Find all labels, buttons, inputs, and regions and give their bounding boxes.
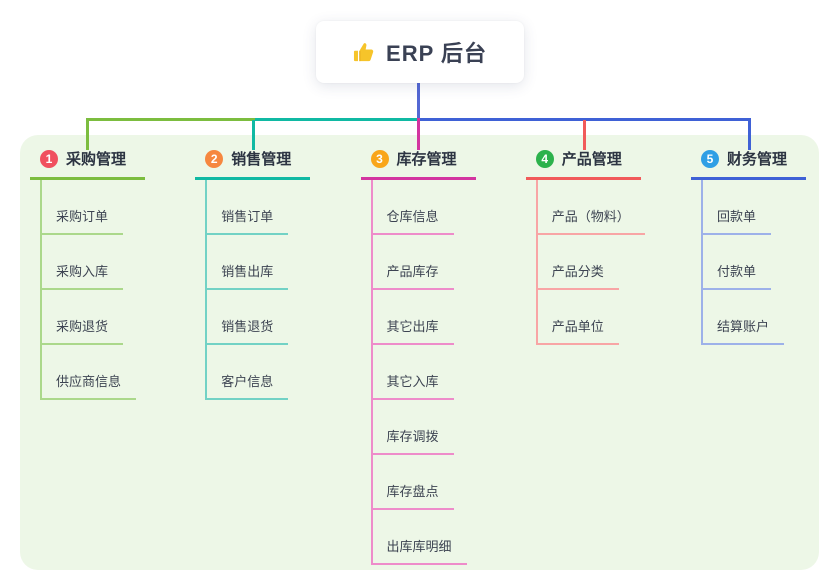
child-item[interactable]: 出库库明细 [370,510,521,565]
child-item[interactable]: 其它入库 [370,345,521,400]
child-label: 付款单 [701,261,772,290]
child-label: 其它入库 [370,371,454,400]
branch-label: 财务管理 [727,151,788,168]
branch-5: 5 财务管理 回款单付款单结算账户 [691,148,839,345]
child-item[interactable]: 库存调拨 [370,400,521,455]
branch-4: 4 产品管理 产品（物料） 产品分类产品单位 [525,148,686,345]
child-item[interactable]: 采购入库 [40,235,190,290]
branch-children: 回款单付款单结算账户 [701,180,839,345]
branch-connector-line [40,180,42,400]
child-item[interactable]: 其它出库 [370,290,521,345]
branch-label: 产品管理 [561,151,622,168]
thumbs-up-icon [353,41,376,64]
mindmap-panel [20,135,819,570]
child-label: 客户信息 [205,371,289,400]
branch-children: 采购订单采购入库采购退货供应商信息 [40,180,190,400]
child-label: 其它出库 [370,316,454,345]
root-node[interactable]: ERP 后台 [316,21,524,83]
root-title: ERP 后台 [386,41,487,66]
child-item[interactable]: 采购退货 [40,290,190,345]
branch-title[interactable]: 5 财务管理 [691,148,806,180]
child-item[interactable]: 回款单 [701,180,839,235]
branch-title[interactable]: 4 产品管理 [525,148,641,180]
bus-line-right [417,118,751,121]
branch-connector-line [701,180,703,345]
branch-index-badge: 3 [370,149,389,168]
bus-line-middle [255,118,418,121]
branch-title[interactable]: 1 采购管理 [30,148,145,180]
child-item[interactable]: 库存盘点 [370,455,521,510]
child-label: 销售出库 [205,261,289,290]
branch-label: 销售管理 [231,151,292,168]
child-label: 采购入库 [40,261,124,290]
child-item[interactable]: 产品（物料） [535,180,686,235]
branch-label: 库存管理 [396,151,457,168]
child-item[interactable]: 产品库存 [370,235,521,290]
child-item[interactable]: 产品分类 [535,235,686,290]
child-item[interactable]: 销售订单 [205,180,355,235]
child-label: 仓库信息 [370,206,454,235]
child-item[interactable]: 供应商信息 [40,345,190,400]
branch-connector-line [370,180,373,565]
branch-1-drop-line [86,120,89,150]
branch-3-drop-line [417,118,420,150]
branch-index-badge: 4 [535,149,554,168]
child-item[interactable]: 销售退货 [205,290,355,345]
branch-children: 销售订单销售出库销售退货客户信息 [205,180,355,400]
branch-2-drop-line [252,120,255,150]
branch-4-drop-line [583,120,586,150]
branch-index-badge: 2 [205,149,224,168]
child-label: 产品库存 [370,261,454,290]
branch-connector-line [535,180,538,345]
child-label: 回款单 [701,206,772,235]
branch-index-badge: 1 [40,149,58,168]
child-label: 产品分类 [535,261,619,290]
branch-label: 采购管理 [66,151,127,168]
bus-line-left [86,118,255,121]
child-label: 采购订单 [40,206,124,235]
child-item[interactable]: 采购订单 [40,180,190,235]
child-label: 库存调拨 [370,426,454,455]
child-item[interactable]: 销售出库 [205,235,355,290]
child-item[interactable]: 客户信息 [205,345,355,400]
branch-index-badge: 5 [701,149,719,168]
branch-children: 仓库信息产品库存其它出库其它入库库存调拨库存盘点出库库明细 [370,180,521,565]
branch-title[interactable]: 2 销售管理 [195,148,311,180]
branch-5-drop-line [748,120,751,150]
child-label: 产品（物料） [535,206,645,235]
branch-connector-line [205,180,208,400]
child-item[interactable]: 付款单 [701,235,839,290]
child-item[interactable]: 结算账户 [701,290,839,345]
child-item[interactable]: 仓库信息 [370,180,521,235]
child-label: 产品单位 [535,316,619,345]
branch-3: 3 库存管理 仓库信息产品库存其它出库其它入库库存调拨库存盘点出库库明细 [360,148,521,565]
child-label: 供应商信息 [40,371,137,400]
branch-1: 1 采购管理 采购订单采购入库采购退货供应商信息 [30,148,190,400]
child-label: 采购退货 [40,316,124,345]
branch-children: 产品（物料） 产品分类产品单位 [535,180,686,345]
child-label: 结算账户 [701,316,785,345]
root-connector-line [417,83,420,119]
branch-title[interactable]: 3 库存管理 [360,148,476,180]
child-label: 销售订单 [205,206,289,235]
child-label: 出库库明细 [370,536,467,565]
child-label: 销售退货 [205,316,289,345]
child-label: 库存盘点 [370,481,454,510]
child-item[interactable]: 产品单位 [535,290,686,345]
branch-2: 2 销售管理 销售订单销售出库销售退货客户信息 [195,148,355,400]
